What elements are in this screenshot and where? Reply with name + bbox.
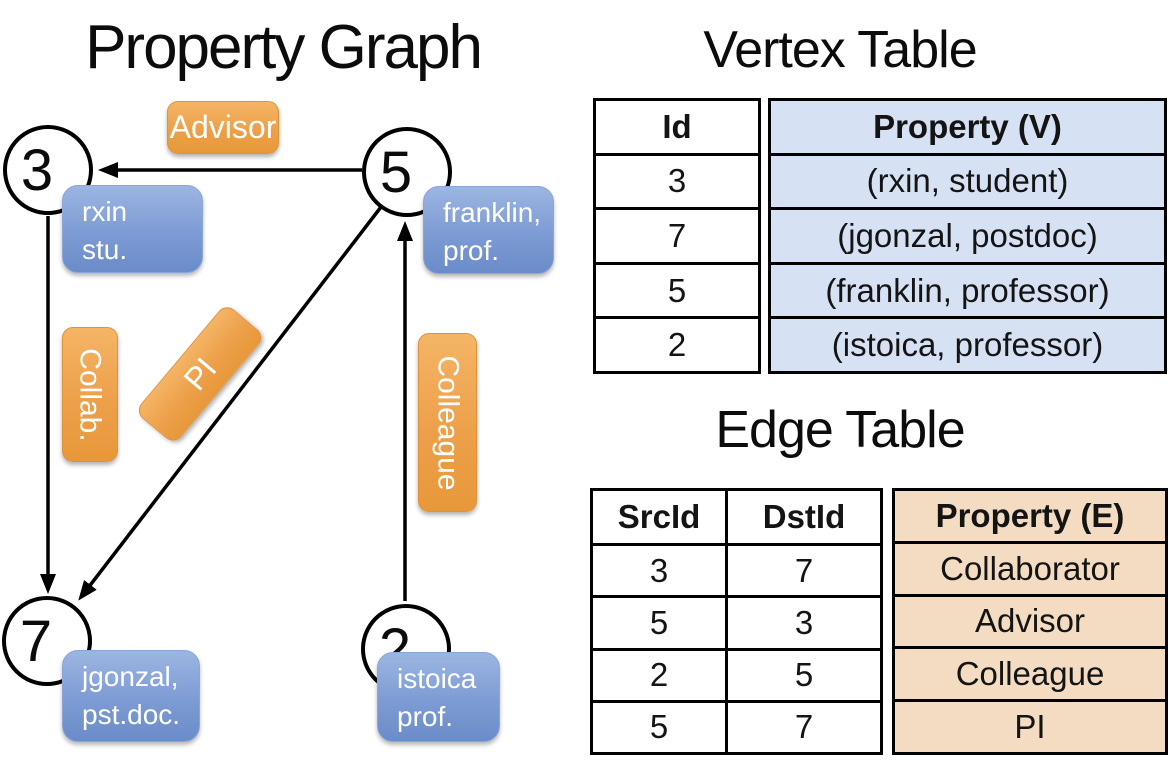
table-cell: Collaborator xyxy=(895,540,1165,594)
vertex-table-id-column: Id 3 7 5 2 xyxy=(593,98,761,374)
table-cell: 3 xyxy=(593,543,726,595)
vertex-property-box-rxin: rxin stu. xyxy=(62,185,203,273)
vertex-node-5-id: 5 xyxy=(379,139,413,205)
edge-table-header-dstid: DstId xyxy=(725,491,880,544)
edge-table-header-property: Property (E) xyxy=(895,491,1165,541)
vertex-property-line: jgonzal, xyxy=(82,661,179,692)
vertex-node-7-id: 7 xyxy=(19,608,53,674)
vertex-table-title: Vertex Table xyxy=(703,21,977,79)
table-cell: 7 xyxy=(725,543,880,596)
property-graph-title: Property Graph xyxy=(85,13,483,82)
table-cell: 5 xyxy=(593,595,726,647)
table-cell: 5 xyxy=(593,699,726,752)
vertex-property-line: stu. xyxy=(82,234,128,265)
table-cell: 3 xyxy=(596,152,758,208)
table-cell: (istoica, professor) xyxy=(771,316,1164,371)
vertex-property-line: istoica xyxy=(397,663,477,694)
vertex-node-3-id: 3 xyxy=(20,137,54,203)
table-cell: (jgonzal, postdoc) xyxy=(771,207,1164,262)
vertex-property-line: prof. xyxy=(397,701,454,732)
table-cell: 3 xyxy=(725,595,880,648)
edge-table-id-columns: SrcId DstId 3 7 5 3 2 5 5 7 xyxy=(590,488,883,755)
table-cell: 7 xyxy=(725,699,880,752)
vertex-property-line: rxin xyxy=(82,196,128,227)
vertex-table-header-id: Id xyxy=(662,107,692,145)
vertex-node-5: 5 xyxy=(362,127,452,217)
vertex-table-property-column: Property (V) (rxin, student) (jgonzal, p… xyxy=(768,98,1167,374)
edge-label-collab: Collab. xyxy=(62,327,118,462)
vertex-property-line: pst.doc. xyxy=(82,699,181,730)
vertex-property-line: franklin, xyxy=(443,197,542,228)
edge-table-property-column: Property (E) Collaborator Advisor Collea… xyxy=(892,488,1168,755)
vertex-property-box-istoica: istoica prof. xyxy=(377,652,500,742)
table-cell: Advisor xyxy=(895,593,1165,647)
graph-edge-arrows xyxy=(40,162,413,601)
table-cell: 5 xyxy=(596,261,758,317)
edge-label-advisor: Advisor xyxy=(167,101,279,154)
vertex-table: Id 3 7 5 2 Property (V) (rxin, student) … xyxy=(593,98,1167,374)
table-cell: 5 xyxy=(725,647,880,700)
table-cell: 7 xyxy=(596,207,758,262)
edge-table-header-srcid: SrcId xyxy=(617,498,701,536)
edge-table-title: Edge Table xyxy=(715,401,965,459)
vertex-property-box-jgonzal: jgonzal, pst.doc. xyxy=(62,650,200,742)
table-cell: 2 xyxy=(596,316,758,371)
table-cell: (rxin, student) xyxy=(771,152,1164,208)
table-cell: PI xyxy=(895,699,1165,752)
vertex-property-line: prof. xyxy=(443,235,500,266)
edge-label-pi-text: PI xyxy=(176,350,224,397)
edge-label-colleague-text: Colleague xyxy=(431,354,465,491)
edge-label-advisor-text: Advisor xyxy=(169,109,277,145)
edge-label-collab-text: Collab. xyxy=(74,347,108,442)
edge-line-pi-5-7 xyxy=(78,205,383,601)
table-cell: 2 xyxy=(593,647,726,700)
vertex-property-box-franklin: franklin, prof. xyxy=(423,186,554,274)
edge-table: SrcId DstId 3 7 5 3 2 5 5 7 Property (E)… xyxy=(590,488,1168,755)
edge-label-colleague: Colleague xyxy=(418,333,477,512)
table-cell: (franklin, professor) xyxy=(771,261,1164,317)
table-cell: Colleague xyxy=(895,646,1165,700)
vertex-table-header-property: Property (V) xyxy=(771,101,1164,153)
